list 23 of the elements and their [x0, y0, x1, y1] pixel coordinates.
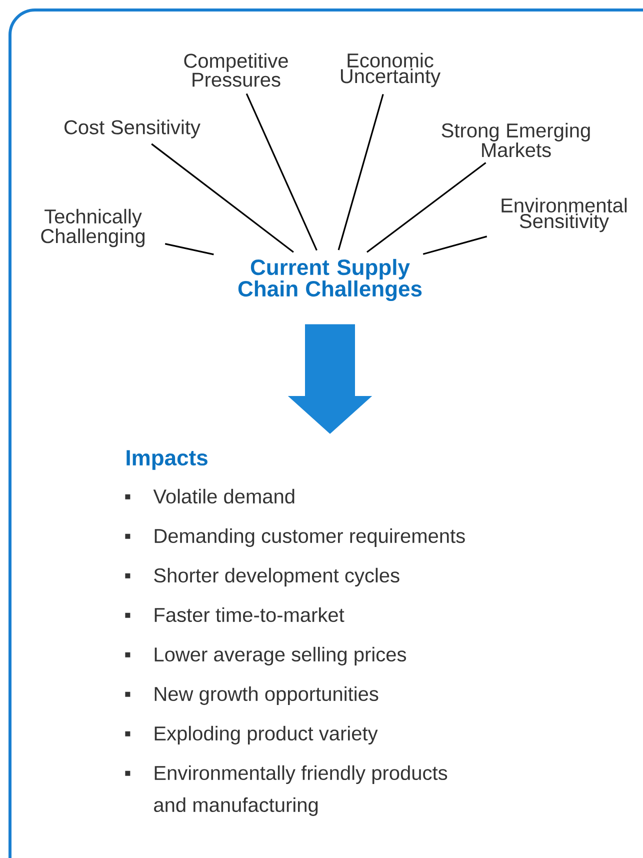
- connector-line: [338, 94, 384, 250]
- list-heading: Impacts: [126, 450, 208, 470]
- bullet-item: Environmentally friendly products and manufacturing: [125, 765, 448, 816]
- challenge-label: Strong Emerging Markets: [442, 122, 590, 158]
- connector-line: [366, 162, 486, 253]
- impacts-list: [125, 450, 465, 816]
- bullet-item: Faster time-to-market: [125, 607, 344, 622]
- bullet-item: Lower average selling prices: [125, 646, 406, 666]
- challenge-label: Environmental Sensitivity: [502, 198, 627, 232]
- connector-line: [164, 243, 214, 256]
- connector-line: [246, 93, 318, 251]
- bullet-item: Volatile demand: [125, 488, 294, 504]
- central-heading: Current Supply Chain Challenges: [238, 258, 422, 302]
- bullet-item: Exploding product variety: [125, 726, 378, 744]
- challenge-label: Cost Sensitivity: [64, 120, 200, 138]
- challenge-label: Competitive Pressures: [184, 53, 288, 87]
- challenge-label: Economic Uncertainty: [340, 52, 441, 88]
- connector-line: [422, 236, 488, 255]
- connector-line: [151, 143, 294, 253]
- bullet-item: New growth opportunities: [125, 686, 378, 705]
- bullet-item: Shorter development cycles: [125, 568, 400, 586]
- bullet-item: Demanding customer requirements: [125, 528, 465, 547]
- challenge-label: Technically Challenging: [41, 208, 144, 248]
